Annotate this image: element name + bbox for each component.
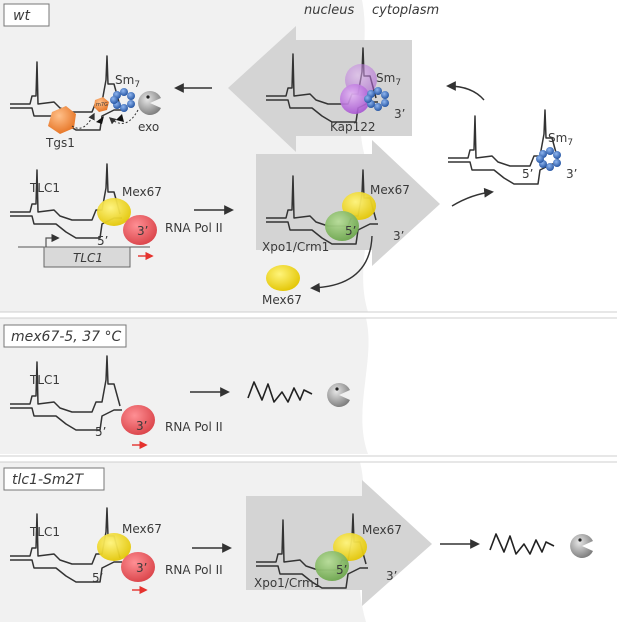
exo-label: exo <box>138 120 159 134</box>
tlc1-label-sm2t: TLC1 <box>29 525 60 539</box>
panel-mex67-5-label-box <box>3 324 127 348</box>
panel-tlc1-sm2t: tlc1-Sm2T TLC1 Mex67 5’ 3’ RNA Pol II Me… <box>0 460 617 622</box>
panel-tlc1-sm2t-label: tlc1-Sm2T <box>12 472 84 488</box>
arrow-export-to-cytoplasm <box>451 187 494 207</box>
three-prime-label-import: 3’ <box>394 107 405 121</box>
three-prime-label-sm2t: 3’ <box>136 561 147 575</box>
arrow-mex67-release <box>310 235 373 293</box>
mex67-label-sm2t: Mex67 <box>122 522 162 536</box>
rna-pol-ii-label-mex67-5: RNA Pol II <box>165 420 223 434</box>
cap-pointer-1 <box>96 116 104 124</box>
mex67-label-export: Mex67 <box>370 183 410 197</box>
mex67-label-wt: Mex67 <box>122 185 162 199</box>
five-prime-label-sm2t: 5’ <box>92 571 103 585</box>
three-prime-label-export-sm2t: 3’ <box>386 569 397 583</box>
rna-pol-ii-icon-mex67-5 <box>121 405 155 435</box>
tgs1-label: Tgs1 <box>45 136 75 150</box>
mex67-icon-sm2t <box>97 533 131 561</box>
sm7-label-cytoplasm: Sm7 <box>548 131 573 148</box>
three-prime-label-wt: 3’ <box>137 224 148 238</box>
import-arrow-kap122 <box>228 26 412 152</box>
mex67-label-released: Mex67 <box>262 293 302 307</box>
kap122-icon <box>340 84 370 114</box>
panel-tlc1-sm2t-label-box <box>3 467 105 491</box>
promoter-arrow <box>45 233 60 247</box>
nucleus-region-mex67-5 <box>0 318 369 454</box>
mex67-label-export-sm2t: Mex67 <box>362 523 402 537</box>
tgs1-to-cap-arrow <box>71 112 95 129</box>
five-prime-label-mex67-5: 5’ <box>95 425 106 439</box>
cap-pointer-2 <box>116 114 124 122</box>
m7g-cap-icon <box>94 97 109 112</box>
sm7-label-import: Sm7 <box>376 71 401 88</box>
mex67-icon-wt <box>97 198 131 226</box>
rna-pol-ii-icon-sm2t <box>121 552 155 582</box>
three-prime-label-export: 3’ <box>393 229 404 243</box>
xpo1-label-export-sm2t: Xpo1/Crm1 <box>254 576 321 590</box>
mex67-icon-export <box>342 192 376 220</box>
m7g-cap-label: m7G <box>96 102 108 108</box>
five-prime-label-export-sm2t: 5’ <box>336 563 347 577</box>
xpo1-label-export: Xpo1/Crm1 <box>262 240 329 254</box>
panel-mex67-5: mex67-5, 37 °C TLC1 5’ 3’ RNA Pol II <box>0 317 617 457</box>
panel-wt-label-box <box>3 3 50 27</box>
five-prime-label-export: 5’ <box>345 224 356 238</box>
tlc1-label-wt: TLC1 <box>29 181 60 195</box>
sm7-label-nuclear: Sm7 <box>115 73 140 90</box>
exo-to-cap-arrow <box>108 109 139 125</box>
panel-wt: nucleus cytoplasm wt Sm7 exo Tgs1 m7G Sm… <box>0 0 617 313</box>
xpo1-icon-export <box>325 211 359 241</box>
panel-wt-label: wt <box>13 8 30 24</box>
rna-pol-ii-icon-wt <box>123 215 157 245</box>
tlc1-label-mex67-5: TLC1 <box>29 373 60 387</box>
five-prime-label-cytoplasm: 5’ <box>522 167 533 181</box>
three-prime-label-mex67-5: 3’ <box>136 419 147 433</box>
three-prime-label-cytoplasm: 3’ <box>566 167 577 181</box>
mex67-icon-released <box>266 265 300 291</box>
arrow-cytoplasm-to-import <box>446 81 485 101</box>
tlc1-gene-label: TLC1 <box>73 251 103 265</box>
cytoplasm-label: cytoplasm <box>372 3 439 18</box>
kap122-label: Kap122 <box>330 120 376 134</box>
rna-pol-ii-label-wt: RNA Pol II <box>165 221 223 235</box>
panel-mex67-5-label: mex67-5, 37 °C <box>11 329 121 345</box>
tlc1-gene-box <box>43 246 131 268</box>
five-prime-label-wt: 5’ <box>97 234 108 248</box>
rna-pol-ii-label-sm2t: RNA Pol II <box>165 563 223 577</box>
tgs1-icon <box>48 106 76 134</box>
xpo1-icon-export-sm2t <box>315 551 349 581</box>
nucleus-label: nucleus <box>304 3 354 18</box>
